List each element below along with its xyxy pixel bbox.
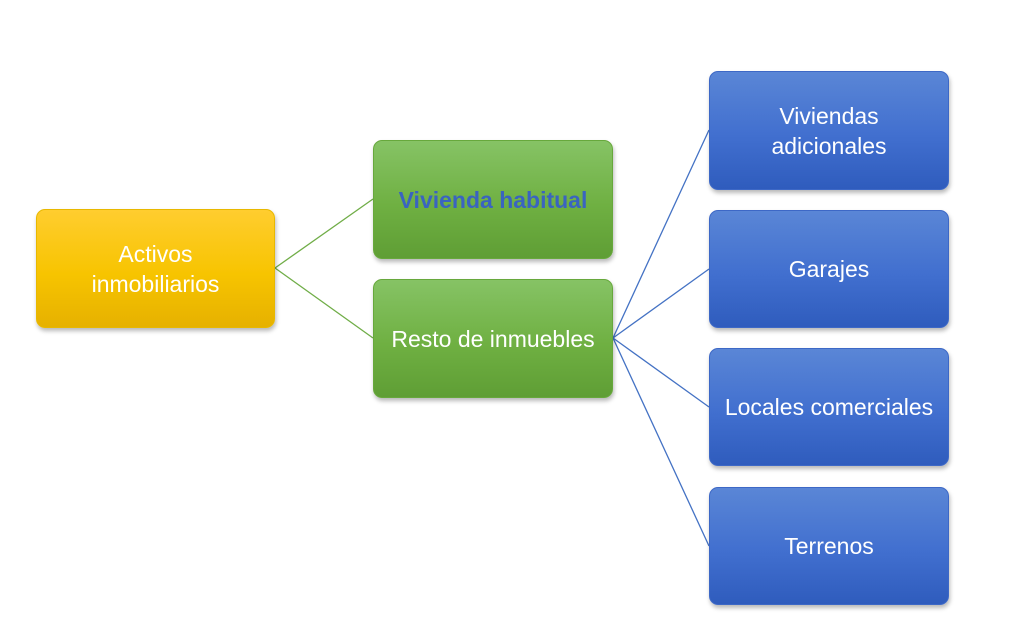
- node-label-line: Viviendas: [779, 102, 879, 129]
- node-label: Locales comerciales: [724, 394, 934, 420]
- connector-resto-to-garajes: [612, 268, 710, 339]
- node-garajes: Garajes: [709, 210, 949, 328]
- node-label-line: inmobiliarios: [91, 270, 220, 297]
- node-label-line: Activos: [118, 240, 193, 267]
- node-label: Garajes: [788, 256, 870, 282]
- node-locales-comerciales: Locales comerciales: [709, 348, 949, 466]
- node-label: Vivienda habitual: [398, 186, 588, 213]
- node-label: Viviendas adicionales: [771, 101, 886, 161]
- connector-resto-to-viviendas-adicionales: [612, 129, 710, 339]
- connector-root-to-vivienda-habitual: [274, 198, 374, 269]
- connector-resto-to-terrenos: [612, 337, 710, 547]
- node-label: Terrenos: [784, 533, 874, 559]
- node-label: Resto de inmuebles: [391, 325, 595, 352]
- node-label-line: adicionales: [771, 132, 887, 159]
- node-label: Activos inmobiliarios: [92, 239, 220, 299]
- connector-root-to-resto-de-inmuebles: [274, 267, 374, 339]
- node-resto-de-inmuebles: Resto de inmuebles: [373, 279, 613, 398]
- node-terrenos: Terrenos: [709, 487, 949, 605]
- node-activos-inmobiliarios: Activos inmobiliarios: [36, 209, 275, 328]
- node-vivienda-habitual: Vivienda habitual: [373, 140, 613, 259]
- connector-resto-to-locales-comerciales: [612, 337, 710, 408]
- node-viviendas-adicionales: Viviendas adicionales: [709, 71, 949, 190]
